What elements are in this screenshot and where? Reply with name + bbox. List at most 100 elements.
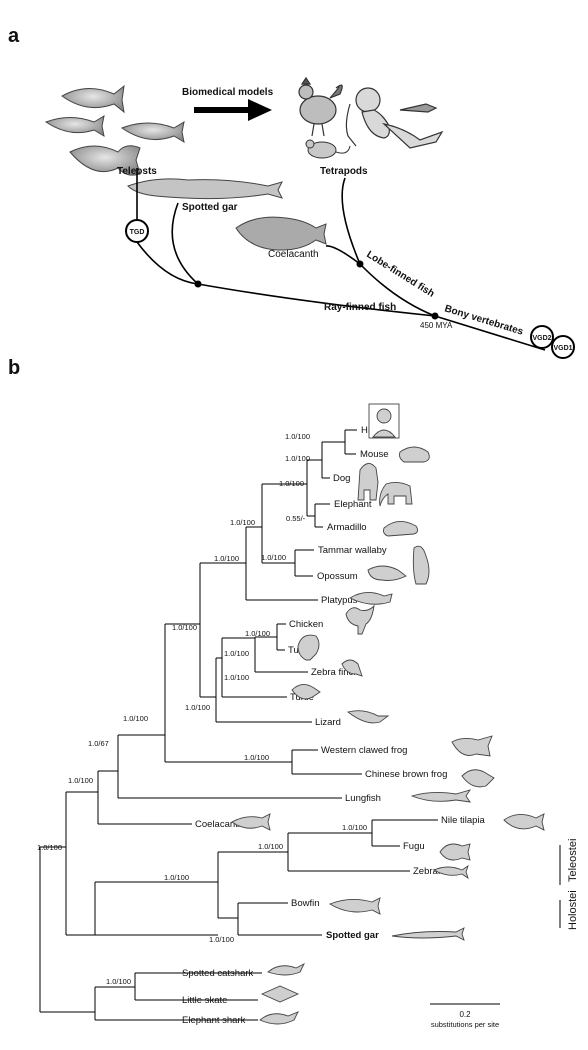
support-label: 1.0/100	[209, 935, 234, 944]
taxon-coelacanth: Coelacanth	[195, 819, 243, 830]
support-label: 1.0/100	[285, 432, 310, 441]
support-label: 1.0/100	[245, 629, 270, 638]
catshark-icon	[267, 962, 306, 976]
tetrapods-label: Tetrapods	[320, 166, 368, 177]
wallaby-icon	[412, 545, 430, 585]
fugu-icon	[439, 843, 471, 861]
organism-icons	[231, 403, 545, 1025]
taxon-chinese-frog: Chinese brown frog	[365, 769, 447, 780]
tgd-label: TGD	[130, 229, 145, 236]
zebrafish-icon	[432, 864, 469, 880]
mouse-icon	[305, 139, 351, 159]
platypus-icon	[349, 592, 393, 605]
support-label: 1.0/100	[214, 554, 239, 563]
arrow-label: Biomedical models	[182, 87, 274, 98]
support-label: 1.0/100	[244, 753, 269, 762]
human-icon	[368, 403, 400, 439]
taxon-lungfish: Lungfish	[345, 793, 381, 804]
support-label: 1.0/100	[285, 454, 310, 463]
finch-icon	[341, 659, 363, 677]
taxon-catshark: Spotted catshark	[182, 968, 254, 979]
support-values: 1.0/100 1.0/100 1.0/100 0.55/- 1.0/100 1…	[37, 432, 367, 986]
taxon-spotted-gar: Spotted gar	[326, 930, 379, 941]
panel-b-label: b	[8, 357, 20, 379]
turkey-icon	[297, 634, 320, 661]
support-label: 1.0/100	[106, 977, 131, 986]
spotted-gar-label-a: Spotted gar	[182, 202, 238, 213]
panel-a-label: a	[8, 25, 20, 47]
mouse-icon	[399, 446, 430, 463]
support-label: 1.0/100	[123, 714, 148, 723]
armadillo-icon	[383, 521, 419, 537]
bowfin-icon	[328, 897, 381, 915]
turtle-icon	[291, 684, 321, 700]
coelacanth-icon	[231, 813, 271, 831]
tgd-circle	[125, 219, 149, 243]
support-label: 1.0/100	[230, 518, 255, 527]
phylogeny-tree	[39, 429, 561, 1021]
dog-icon	[357, 463, 379, 501]
lobe-finned-label: Lobe-finned fish	[364, 249, 436, 300]
skate-icon	[260, 985, 300, 1003]
clade-teleostei-label: Teleostei	[567, 839, 579, 882]
spotted-gar-icon	[127, 178, 283, 200]
vgd1-circle	[551, 335, 575, 359]
taxon-zebrafish: Zebrafish	[413, 866, 453, 877]
support-label: 1.0/100	[224, 673, 249, 682]
taxon-skate: Little skate	[182, 995, 227, 1006]
support-label: 1.0/100	[68, 776, 93, 785]
frog-icon	[461, 769, 495, 788]
vgd2-circle	[530, 325, 554, 349]
xenopus-icon	[451, 735, 493, 757]
taxon-tammar: Tammar wallaby	[318, 545, 387, 556]
support-label: 1.0/100	[279, 479, 304, 488]
bony-vertebrates-label: Bony vertebrates	[443, 303, 525, 338]
coelacanth-label-a: Coelacanth	[268, 249, 319, 260]
taxon-tilapia: Nile tilapia	[441, 815, 486, 826]
lizard-icon	[346, 710, 390, 724]
vgd1-label: VGD1	[553, 345, 572, 352]
rooster-icon	[345, 604, 375, 635]
taxon-zebrafinch: Zebra finch	[311, 667, 359, 678]
support-label: 1.0/67	[88, 739, 109, 748]
support-label: 1.0/100	[164, 873, 189, 882]
support-label: 1.0/100	[342, 823, 367, 832]
diver-icon	[345, 87, 444, 149]
panel-a-nodes	[194, 260, 439, 320]
taxon-lizard: Lizard	[315, 717, 341, 728]
elephant-shark-icon	[259, 1011, 299, 1025]
teleosts-label: Teleosts	[117, 166, 157, 177]
scale-value: 0.2	[459, 1010, 471, 1019]
support-label: 1.0/100	[224, 649, 249, 658]
lungfish-icon	[410, 789, 472, 803]
taxon-opossum: Opossum	[317, 571, 358, 582]
support-label: 0.55/-	[286, 514, 306, 523]
mya-label: 450 MYA	[420, 321, 453, 330]
rooster-icon	[298, 76, 343, 137]
support-label: 1.0/100	[172, 623, 197, 632]
scale-unit: substitutions per site	[431, 1020, 499, 1029]
support-label: 1.0/100	[261, 553, 286, 562]
taxon-armadillo: Armadillo	[327, 522, 367, 533]
vgd2-label: VGD2	[532, 335, 551, 342]
taxon-fugu: Fugu	[403, 841, 425, 852]
arrow-icon	[194, 99, 272, 121]
support-label: 1.0/100	[185, 703, 210, 712]
elephant-icon	[379, 481, 413, 507]
opossum-icon	[367, 565, 407, 581]
taxon-xenopus: Western clawed frog	[321, 745, 407, 756]
support-label: 1.0/100	[37, 843, 62, 852]
tilapia-icon	[503, 813, 545, 831]
panel-a-tree	[136, 168, 546, 351]
taxon-elephant-shark: Elephant shark	[182, 1015, 246, 1026]
taxon-bowfin: Bowfin	[291, 898, 320, 909]
taxon-mouse: Mouse	[360, 449, 389, 460]
taxon-dog: Dog	[333, 473, 350, 484]
coelacanth-icon	[235, 216, 327, 251]
ray-finned-label: Ray-finned fish	[324, 302, 396, 313]
spotted-gar-icon	[391, 927, 465, 941]
taxon-elephant: Elephant	[334, 499, 372, 510]
teleost-fish-icon	[44, 84, 185, 176]
support-label: 1.0/100	[258, 842, 283, 851]
